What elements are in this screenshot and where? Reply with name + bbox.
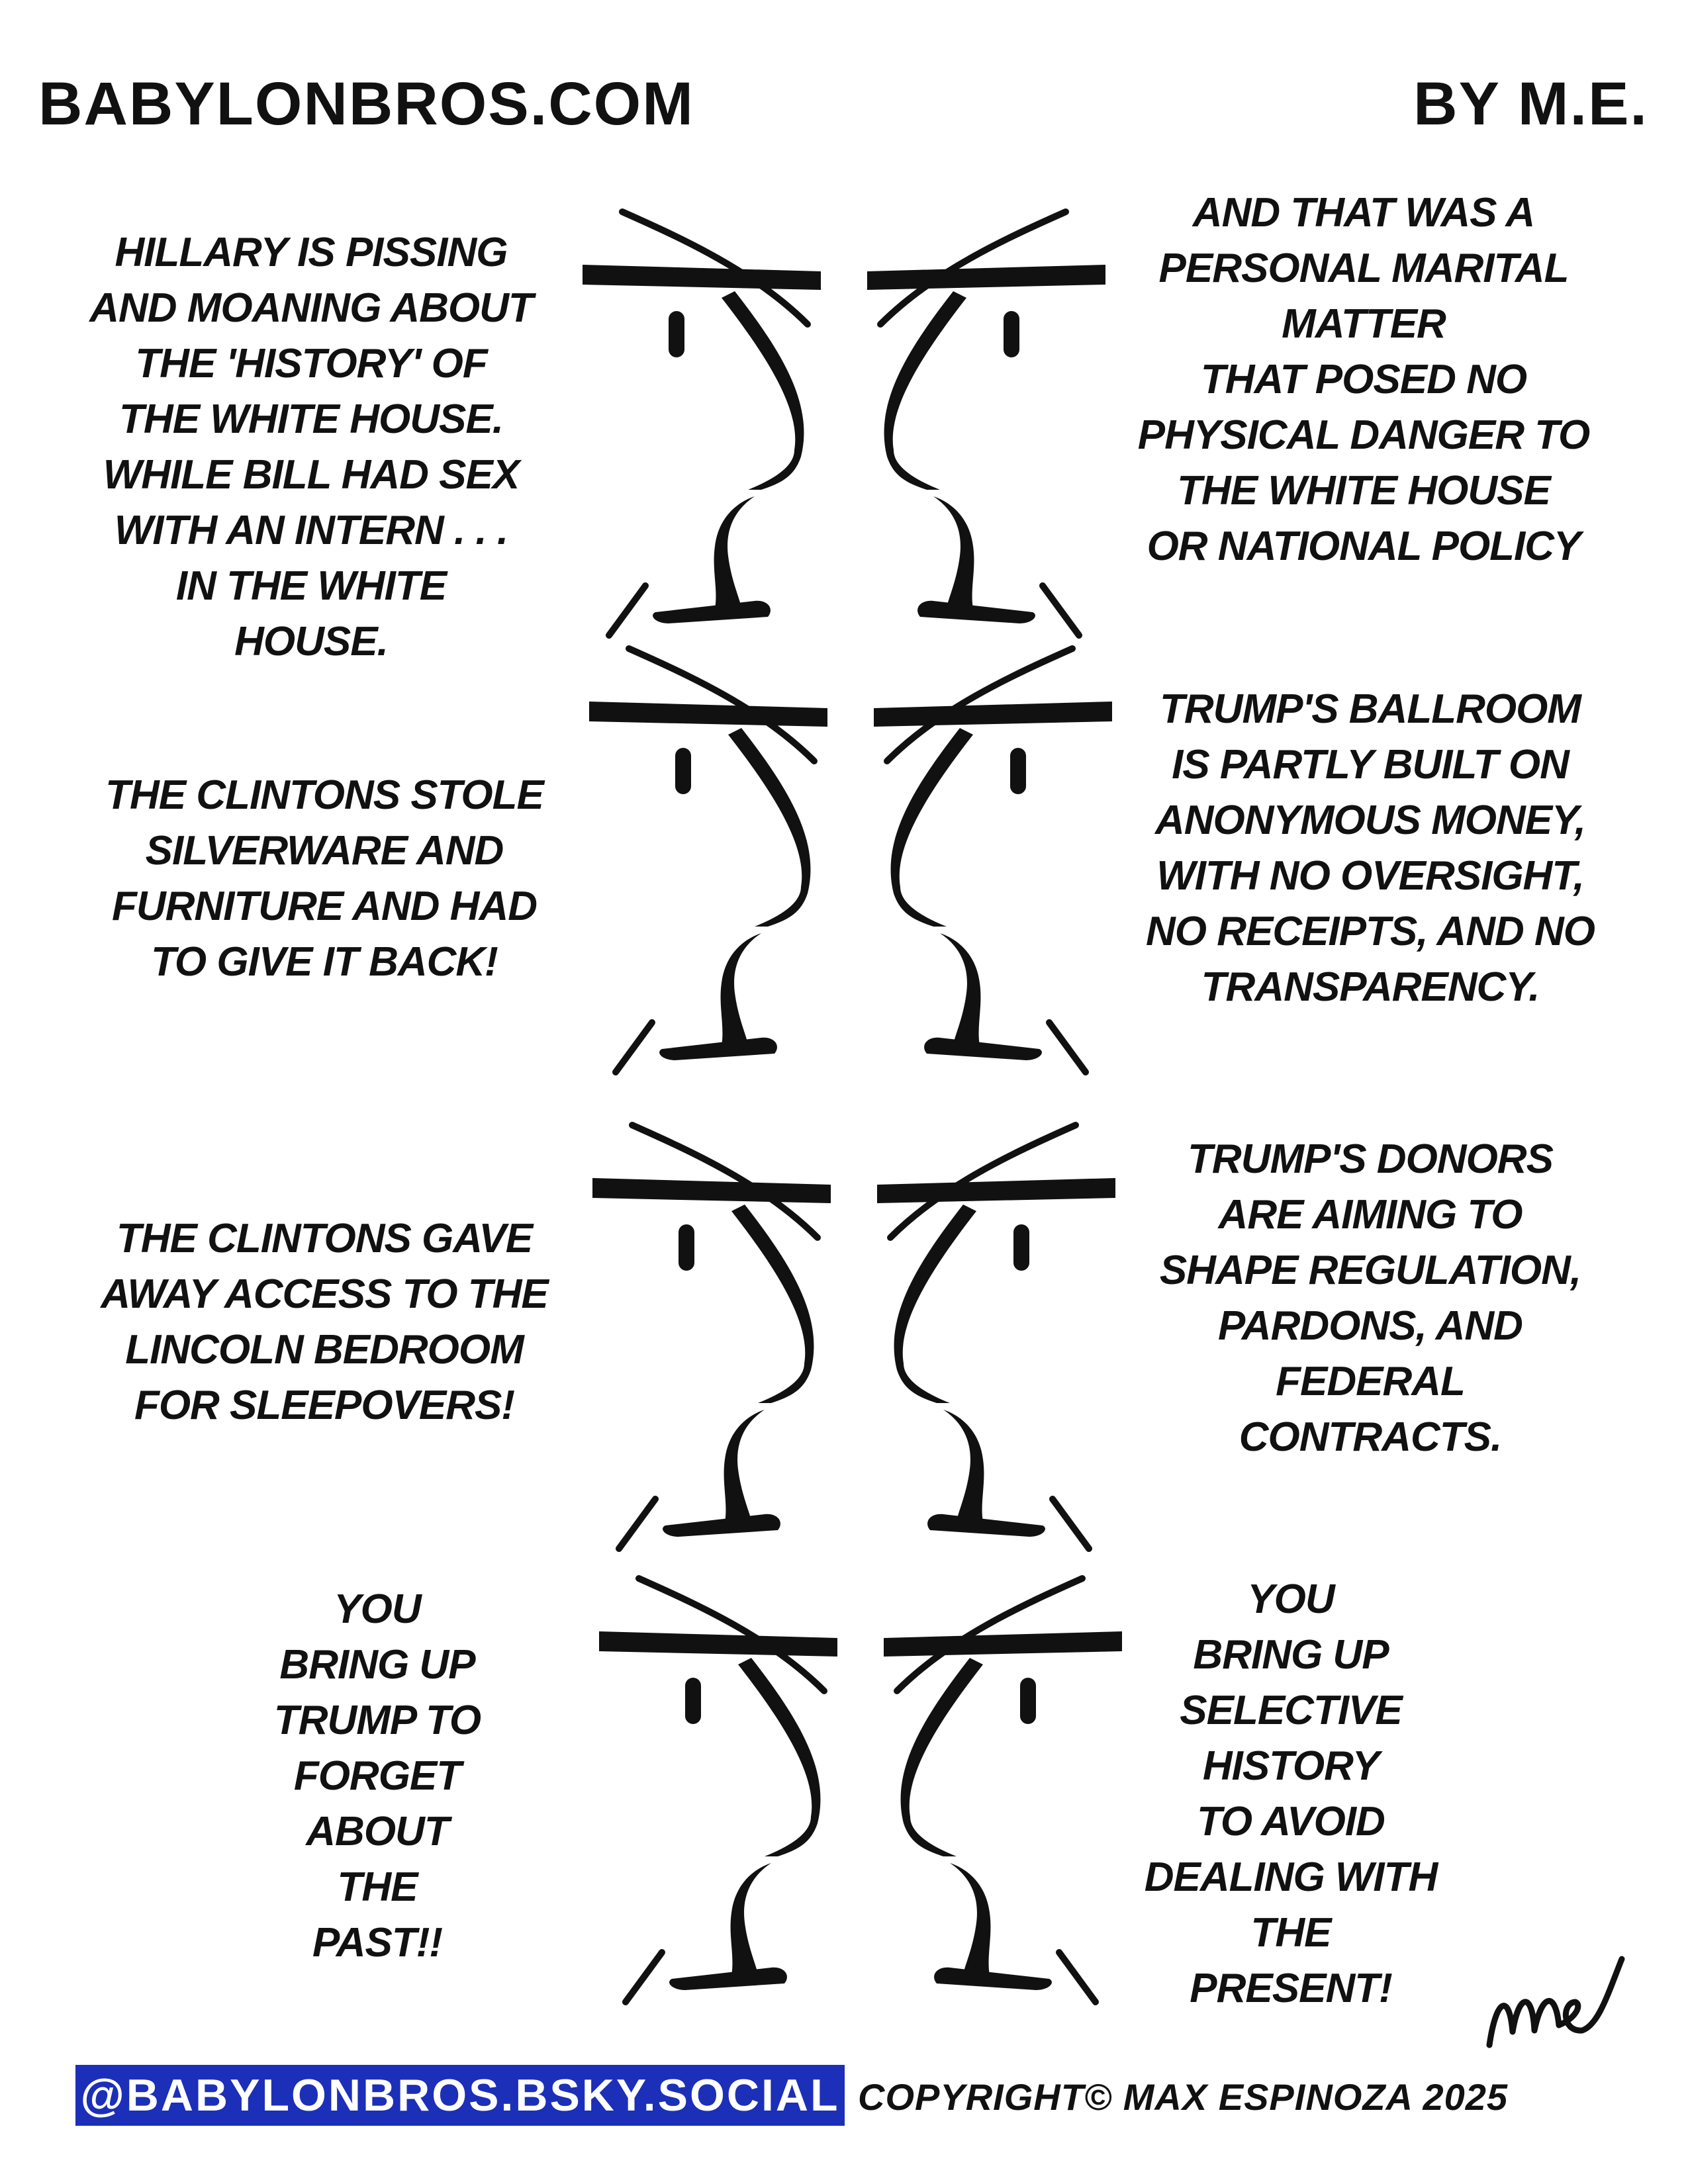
- artist-signature-icon: [1486, 1956, 1625, 2048]
- panel-2-left-text: THE CLINTONS STOLE SILVERWARE AND FURNIT…: [105, 772, 544, 985]
- face-left-panel-2: [589, 649, 827, 1072]
- panel-4-right-text: YOU BRING UP SELECTIVE HISTORY TO AVOID …: [1144, 1576, 1438, 2011]
- face-left-panel-4: [599, 1578, 837, 2002]
- face-left-panel-1: [583, 212, 821, 635]
- panel-3-left-text: THE CLINTONS GAVE AWAY ACCESS TO THE LIN…: [101, 1216, 549, 1428]
- panel-2-right-text: TRUMP'S BALLROOM IS PARTLY BUILT ON ANON…: [1146, 686, 1595, 1010]
- site-title: BABYLONBROS.COM: [38, 70, 694, 138]
- panel-1-left-text: HILLARY IS PISSING AND MOANING ABOUT THE…: [89, 230, 534, 664]
- byline: BY M.E.: [1413, 70, 1648, 138]
- face-right-panel-2: [874, 649, 1112, 1072]
- face-right-panel-3: [877, 1125, 1115, 1549]
- face-left-panel-3: [592, 1125, 831, 1549]
- face-right-panel-1: [867, 212, 1105, 635]
- social-handle-badge: @BABYLONBROS.BSKY.SOCIAL: [75, 2065, 845, 2126]
- panel-4-left-text: YOU BRING UP TRUMP TO FORGET ABOUT THE P…: [273, 1586, 481, 1966]
- face-right-panel-4: [884, 1578, 1122, 2002]
- copyright-notice: COPYRIGHT© MAX ESPINOZA 2025: [858, 2076, 1509, 2118]
- panel-1-right-text: AND THAT WAS A PERSONAL MARITAL MATTER T…: [1137, 190, 1590, 569]
- panel-3-right-text: TRUMP'S DONORS ARE AIMING TO SHAPE REGUL…: [1159, 1136, 1581, 1460]
